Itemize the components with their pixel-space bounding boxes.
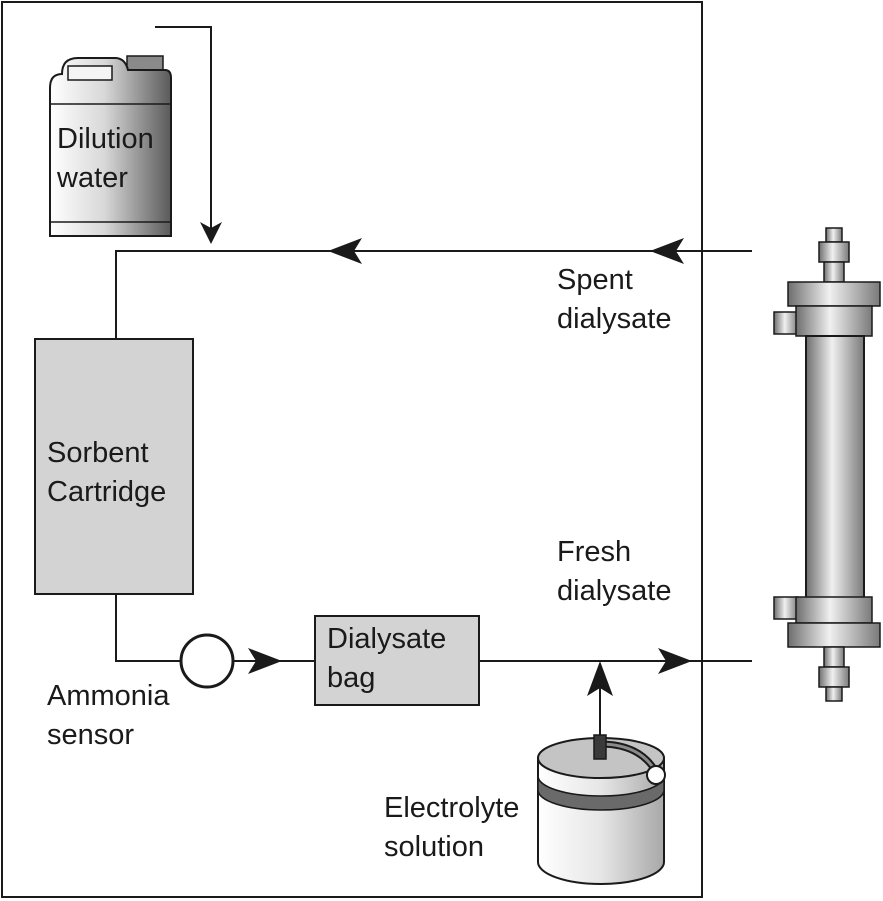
cartridge-outlet-line bbox=[115, 594, 180, 662]
spent-flow-arrow-left bbox=[328, 238, 362, 264]
dialysate-bag-label: Dialysate bag bbox=[327, 623, 447, 694]
system-enclosure bbox=[1, 1, 703, 898]
sensor-flow-arrow bbox=[248, 648, 282, 674]
dilution-water-label: Dilution water bbox=[57, 123, 154, 194]
electrolyte-canister-icon bbox=[537, 734, 666, 885]
dilution-water-jug-icon bbox=[49, 55, 172, 237]
spent-flow-arrow-right bbox=[650, 238, 684, 264]
fresh-flow-arrow bbox=[658, 648, 692, 674]
dilution-water-line bbox=[155, 26, 212, 230]
spent-dialysate-label: Spent dialysate bbox=[557, 264, 672, 335]
sorbent-cartridge-label: Sorbent Cartridge bbox=[47, 437, 167, 508]
fresh-dialysate-label: Fresh dialysate bbox=[557, 536, 672, 607]
dilution-inflow-arrow bbox=[200, 222, 222, 244]
ammonia-sensor-label: Ammonia sensor bbox=[47, 680, 170, 751]
sorbent-cartridge-box bbox=[34, 338, 194, 595]
spent-dialysate-line bbox=[115, 250, 752, 339]
ammonia-sensor-icon bbox=[179, 633, 235, 689]
electrolyte-solution-label: Electrolyte solution bbox=[384, 792, 520, 863]
dialyzer-icon bbox=[773, 227, 881, 702]
electrolyte-flow-arrow bbox=[587, 661, 613, 696]
